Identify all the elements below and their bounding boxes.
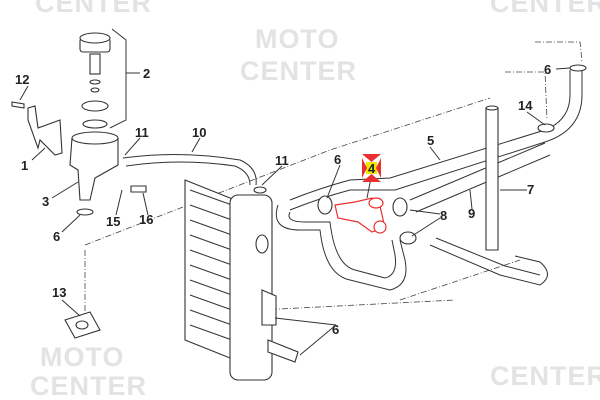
callout-15[interactable]: 15	[106, 214, 120, 229]
watermark-text: MOTO	[40, 342, 125, 372]
callout-9[interactable]: 9	[468, 206, 475, 221]
gasket-13	[61, 299, 101, 339]
callout-13[interactable]: 13	[52, 285, 66, 300]
callout-10[interactable]: 10	[192, 125, 206, 140]
callout-6[interactable]: 6	[332, 322, 339, 337]
highlight-marker-bg	[366, 162, 377, 174]
clamp-6	[569, 64, 587, 72]
highlight-arrows-icon	[362, 154, 381, 182]
clamp-8	[399, 231, 417, 245]
watermark-text: CENTER	[240, 56, 357, 86]
watermark-text: CENTER	[30, 371, 147, 400]
watermark-group: CENTER CENTER MOTO CENTER MOTO CENTER CE…	[30, 0, 600, 400]
callout-11[interactable]: 11	[135, 125, 149, 140]
callout-12[interactable]: 12	[15, 72, 29, 87]
screw-16	[130, 185, 147, 193]
callout-1[interactable]: 1	[21, 158, 28, 173]
assembly-line	[505, 71, 548, 121]
tank-bracket	[27, 105, 63, 156]
lower-hose	[275, 204, 407, 291]
pipe-7	[485, 107, 499, 251]
watermark-text: CENTER	[490, 0, 600, 18]
callout-5[interactable]: 5	[427, 133, 434, 148]
callout-6[interactable]: 6	[53, 229, 60, 244]
callout-leaders	[19, 67, 571, 356]
callout-4[interactable]: 4	[368, 161, 376, 176]
callout-2[interactable]: 2	[143, 66, 150, 81]
assembly-line	[84, 97, 491, 246]
radiator	[184, 179, 299, 381]
tank-cap-assembly	[79, 28, 140, 129]
callout-6[interactable]: 6	[334, 152, 341, 167]
watermark-text: MOTO	[255, 24, 340, 54]
assembly-line	[259, 299, 456, 311]
pipe-7-end	[485, 105, 499, 111]
clamp-6	[317, 195, 333, 215]
callout-7[interactable]: 7	[527, 182, 534, 197]
hose-10	[122, 153, 257, 186]
hose-right-lower	[429, 237, 548, 286]
callout-16[interactable]: 16	[139, 212, 153, 227]
assembly-line	[535, 41, 583, 63]
hose-9	[409, 142, 551, 213]
clamp-8	[392, 197, 408, 217]
watermark-text: CENTER	[35, 0, 152, 18]
highlight-marker-4[interactable]: 4	[362, 154, 381, 182]
clamp-6	[76, 208, 94, 216]
clamp-14	[537, 123, 555, 133]
assembly-line	[399, 259, 521, 301]
callout-8[interactable]: 8	[440, 208, 447, 223]
bolt-12	[11, 101, 25, 109]
callout-14[interactable]: 14	[518, 98, 533, 113]
callout-6[interactable]: 6	[544, 62, 551, 77]
expansion-tank	[69, 137, 119, 201]
thermostat-part-4[interactable]	[334, 197, 387, 234]
callout-3[interactable]: 3	[42, 194, 49, 209]
tank-neck	[71, 131, 119, 145]
watermark-text: CENTER	[490, 361, 600, 391]
callout-11[interactable]: 11	[275, 153, 289, 168]
hose-5	[289, 70, 571, 201]
